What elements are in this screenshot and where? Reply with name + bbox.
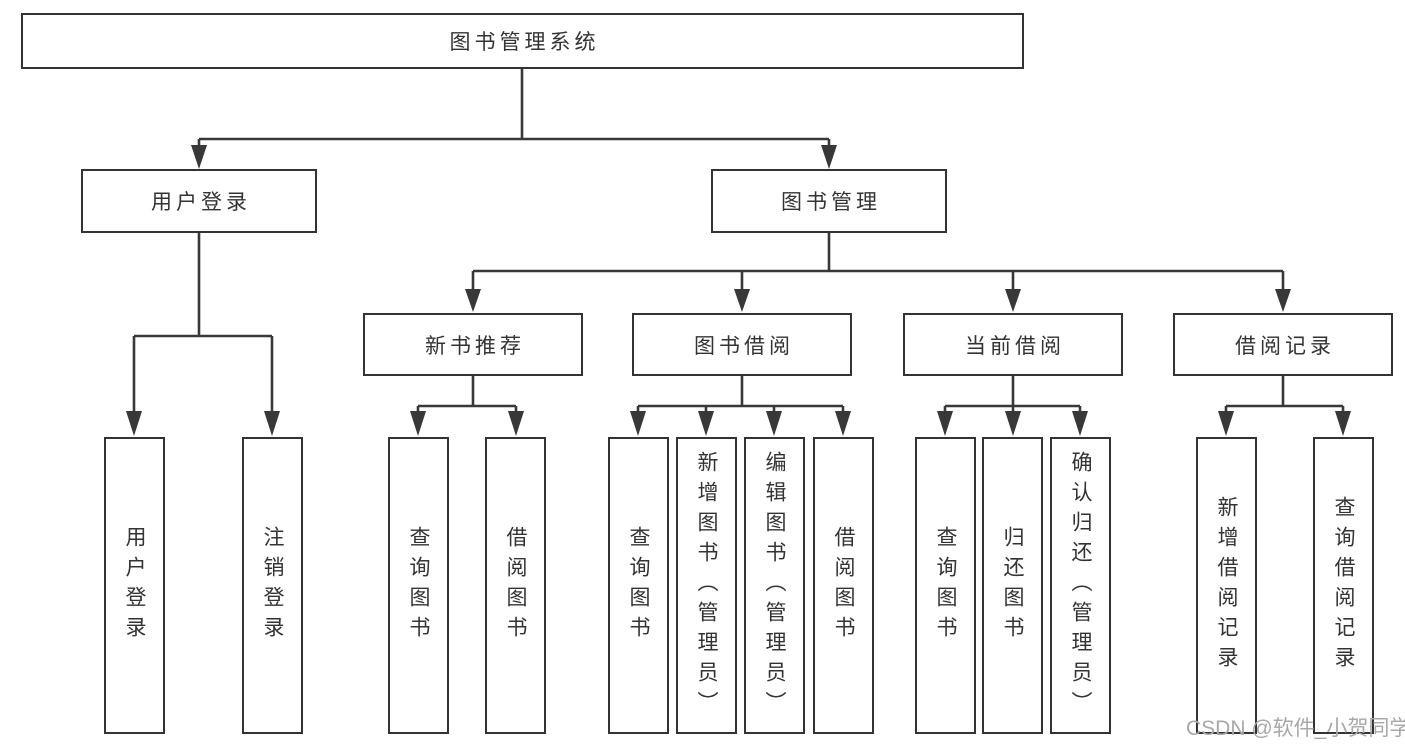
node-library-management-system: 图书管理系统 (21, 13, 1024, 69)
node-label: 借阅记录 (1235, 334, 1335, 358)
leaf-query-books-current: 查询图书 (915, 437, 976, 734)
node-new-book-recommendation: 新书推荐 (363, 313, 583, 376)
leaf-borrow-books: 借阅图书 (813, 437, 874, 734)
leaf-label: 用户登录 (123, 525, 146, 646)
node-book-borrowing: 图书借阅 (632, 313, 852, 376)
leaf-label: 确认归还︵管理员︶ (1069, 450, 1092, 721)
leaf-query-books-borrow: 查询图书 (608, 437, 669, 734)
leaf-return-book: 归还图书 (982, 437, 1043, 734)
csdn-watermark: CSDN @软件_小贺同学 (1186, 717, 1405, 740)
leaf-label: 借阅图书 (504, 525, 527, 646)
leaf-label: 新增借阅记录 (1215, 495, 1238, 676)
leaf-label: 查询图书 (934, 525, 957, 646)
node-current-borrowing: 当前借阅 (903, 313, 1123, 376)
node-borrowing-records: 借阅记录 (1173, 313, 1393, 376)
leaf-confirm-return-admin: 确认归还︵管理员︶ (1050, 437, 1111, 734)
leaf-label: 查询图书 (407, 525, 430, 646)
leaf-label: 新增图书︵管理员︶ (695, 450, 718, 721)
node-book-management: 图书管理 (711, 169, 947, 233)
node-user-login: 用户登录 (81, 169, 317, 233)
leaf-label: 注销登录 (261, 525, 284, 646)
leaf-query-borrow-record: 查询借阅记录 (1313, 437, 1374, 734)
node-label: 新书推荐 (425, 334, 525, 358)
leaf-edit-book-admin: 编辑图书︵管理员︶ (744, 437, 805, 734)
leaf-label: 查询图书 (627, 525, 650, 646)
leaf-label: 借阅图书 (832, 525, 855, 646)
node-label: 图书管理系统 (449, 31, 600, 54)
node-label: 用户登录 (151, 191, 251, 214)
leaf-add-borrow-record: 新增借阅记录 (1196, 437, 1257, 734)
node-label: 图书管理 (781, 191, 881, 214)
leaf-label: 查询借阅记录 (1332, 495, 1355, 676)
leaf-query-books-recommend: 查询图书 (388, 437, 449, 734)
node-label: 当前借阅 (965, 334, 1065, 358)
leaf-borrow-books-recommend: 借阅图书 (485, 437, 546, 734)
leaf-label: 编辑图书︵管理员︶ (763, 450, 786, 721)
leaf-label: 归还图书 (1001, 525, 1024, 646)
leaf-logout: 注销登录 (242, 437, 303, 734)
leaf-add-book-admin: 新增图书︵管理员︶ (676, 437, 737, 734)
leaf-user-login: 用户登录 (104, 437, 165, 734)
node-label: 图书借阅 (694, 334, 794, 358)
